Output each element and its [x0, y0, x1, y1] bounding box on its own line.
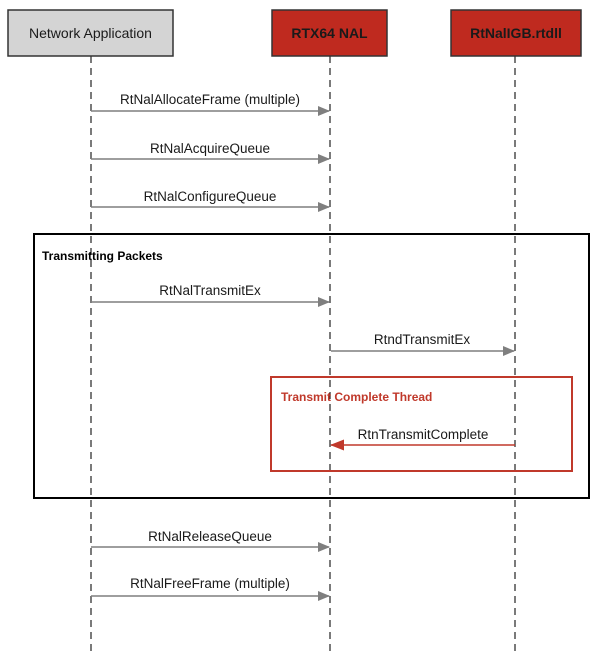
message-label: RtndTransmitEx	[374, 332, 471, 347]
message-label: RtNalReleaseQueue	[148, 529, 272, 544]
loop-frame-title: Transmitting Packets	[42, 249, 163, 263]
message-release-queue: RtNalReleaseQueue	[91, 529, 330, 552]
message-label: RtNalAllocateFrame (multiple)	[120, 92, 300, 107]
loop-frame: Transmitting Packets	[33, 233, 590, 499]
message-free-frame: RtNalFreeFrame (multiple)	[91, 576, 330, 601]
message-label: RtNalAcquireQueue	[150, 141, 270, 156]
transmit-complete-frame: Transmit Complete Thread	[270, 376, 573, 472]
transmit-complete-frame-title: Transmit Complete Thread	[281, 390, 432, 404]
participant-rtnaligb: RtNalIGB.rtdll	[450, 9, 582, 57]
message-rtnd-transmit-ex: RtndTransmitEx	[331, 332, 515, 356]
participant-label: Network Application	[29, 25, 152, 41]
participant-label: RTX64 NAL	[291, 25, 368, 41]
participant-label: RtNalIGB.rtdll	[470, 25, 562, 41]
message-acquire-queue: RtNalAcquireQueue	[91, 141, 330, 164]
message-label: RtnTransmitComplete	[358, 427, 489, 442]
message-label: RtNalTransmitEx	[159, 283, 261, 298]
message-configure-queue: RtNalConfigureQueue	[91, 189, 330, 212]
message-allocate-frame: RtNalAllocateFrame (multiple)	[91, 92, 330, 116]
message-transmit-complete: RtnTransmitComplete	[330, 427, 515, 451]
message-transmit-ex: RtNalTransmitEx	[91, 283, 330, 307]
message-label: RtNalConfigureQueue	[144, 189, 277, 204]
participant-rtx64-nal: RTX64 NAL	[271, 9, 388, 57]
message-label: RtNalFreeFrame (multiple)	[130, 576, 290, 591]
participant-network-application: Network Application	[7, 9, 174, 57]
